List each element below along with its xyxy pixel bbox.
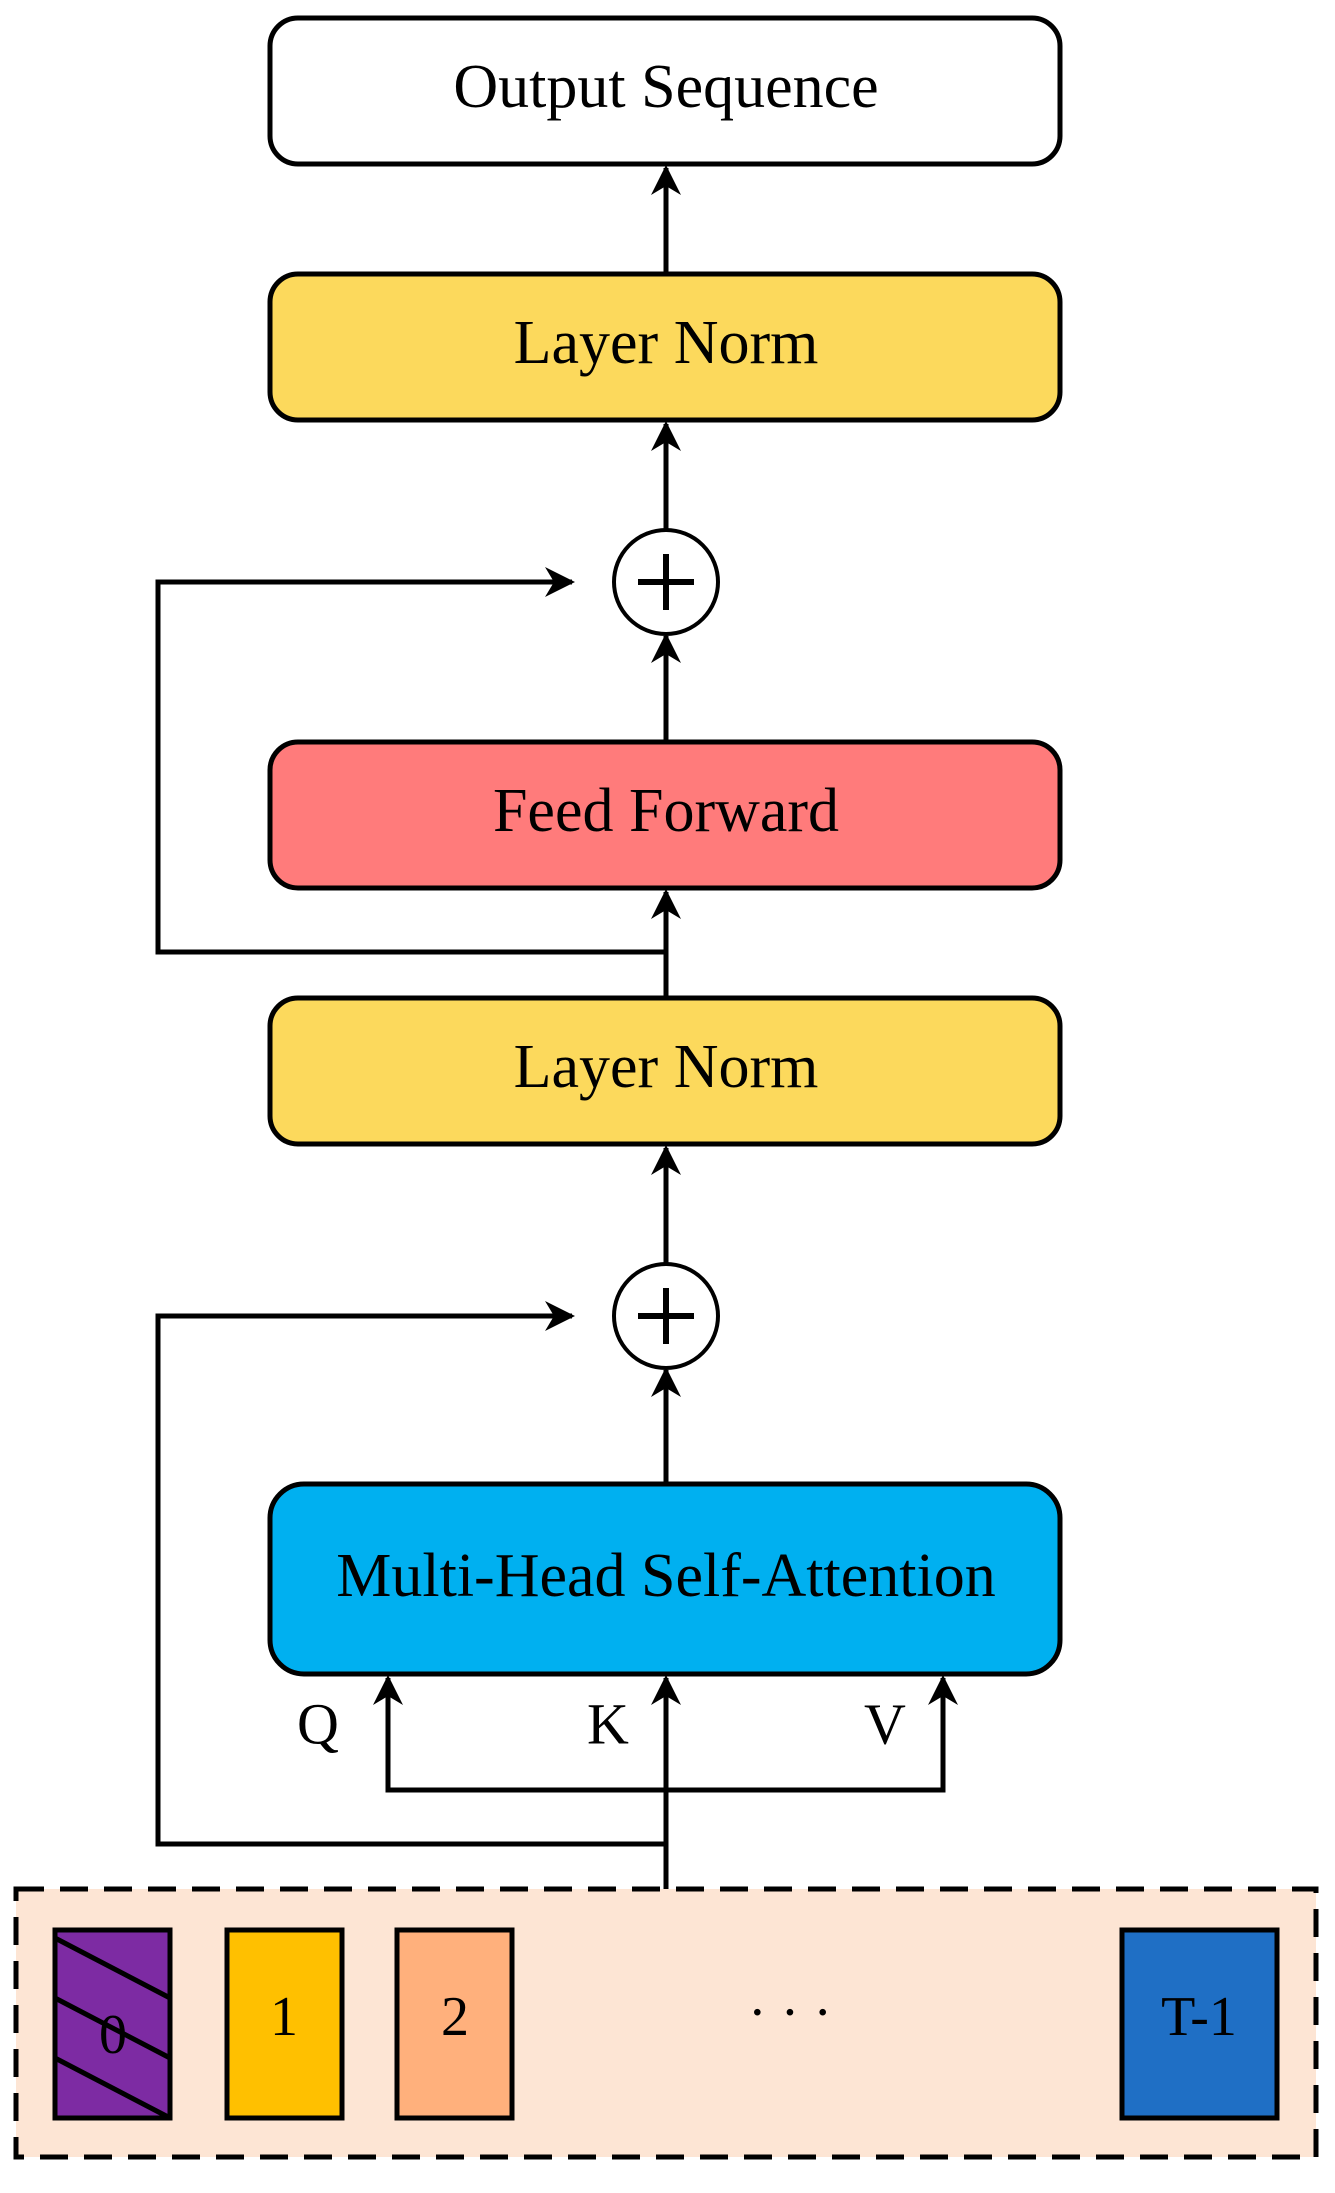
residual-path-bottom <box>155 1301 666 1847</box>
feed-forward-box <box>267 739 1063 891</box>
input-sequence-panel: 0 1 2 · · · T-1 <box>13 1886 1319 2160</box>
layer-norm-mid-label: Layer Norm <box>514 1033 819 1101</box>
layer-norm-mid-box <box>267 995 1063 1147</box>
token-1-box <box>224 1927 345 2121</box>
v-label: V <box>864 1691 906 1756</box>
residual-path-top <box>155 567 666 955</box>
adder-top <box>612 528 720 636</box>
attention-label: Multi-Head Self-Attention <box>336 1542 995 1610</box>
feed-forward-label: Feed Forward <box>493 777 839 845</box>
token-2-box <box>394 1927 515 2121</box>
token-1-label: 1 <box>270 1986 298 2048</box>
token-2: 2 <box>394 1927 515 2121</box>
token-2-label: 2 <box>441 1986 469 2048</box>
output-sequence-box <box>267 15 1063 167</box>
ellipsis: · · · <box>748 1982 832 2044</box>
feed-forward-block: Feed Forward <box>267 739 1063 891</box>
layer-norm-top-label: Layer Norm <box>514 309 819 377</box>
k-label: K <box>587 1691 629 1756</box>
q-label: Q <box>297 1691 339 1756</box>
token-0: 0 <box>52 1927 173 2121</box>
token-t-minus-1-label: T-1 <box>1161 1986 1237 2048</box>
layer-norm-top-box <box>267 271 1063 423</box>
layer-norm-mid-block: Layer Norm <box>267 995 1063 1147</box>
attention-box <box>267 1481 1063 1677</box>
layer-norm-top-block: Layer Norm <box>267 271 1063 423</box>
token-t-minus-1-box <box>1119 1927 1280 2121</box>
output-sequence-label: Output Sequence <box>453 53 878 121</box>
connectors <box>155 165 958 1889</box>
token-t-minus-1: T-1 <box>1119 1927 1280 2121</box>
attention-block: Multi-Head Self-Attention <box>267 1481 1063 1677</box>
output-sequence-block: Output Sequence <box>267 15 1063 167</box>
adder-bottom <box>612 1262 720 1370</box>
token-1: 1 <box>224 1927 345 2121</box>
token-0-label: 0 <box>99 2004 127 2066</box>
